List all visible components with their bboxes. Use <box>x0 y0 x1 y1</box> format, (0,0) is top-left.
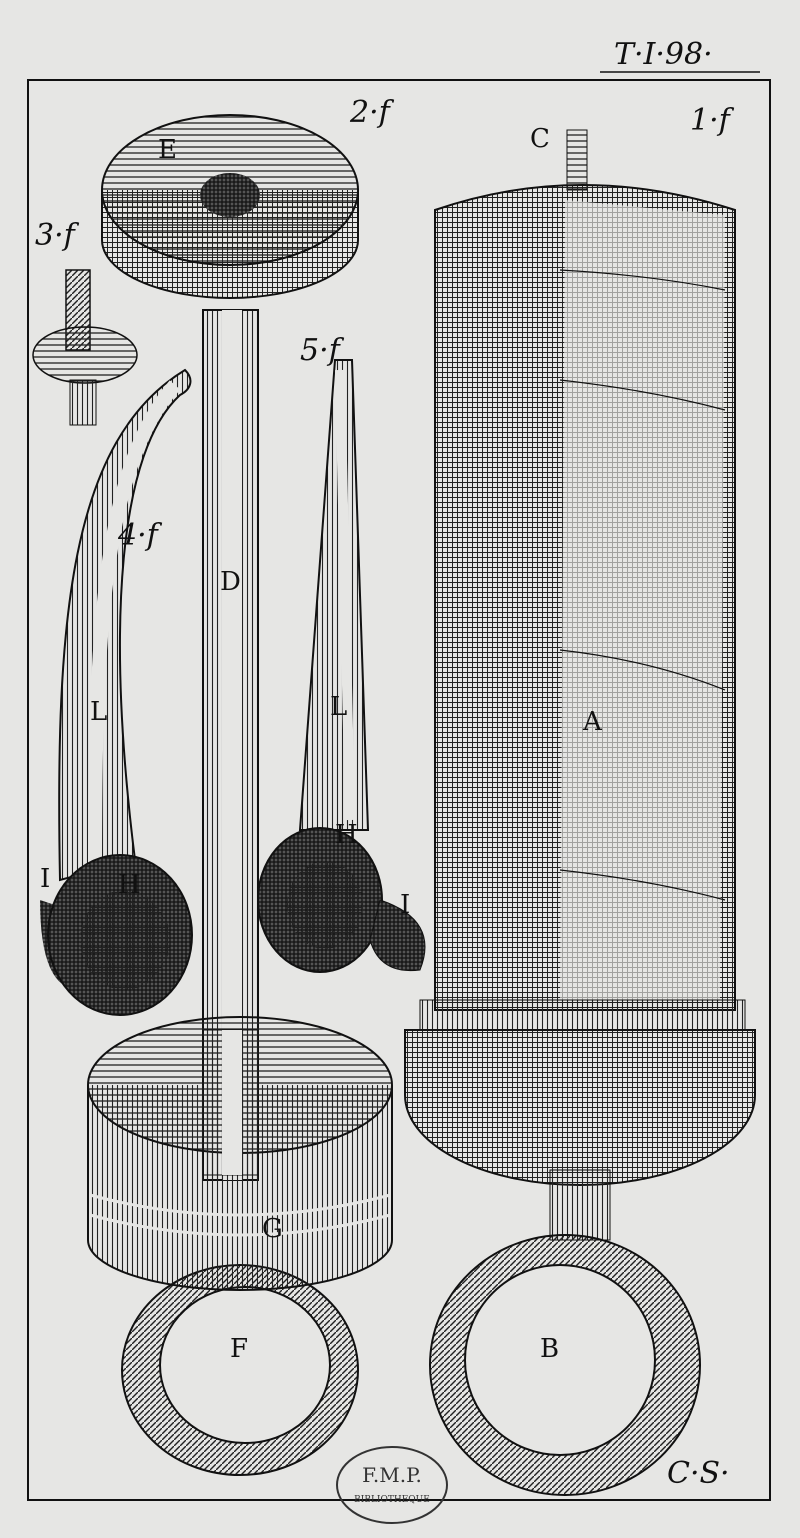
engraver-mark: C·S· <box>667 1456 730 1491</box>
letter-l-left: L <box>90 697 107 727</box>
letter-b: B <box>540 1334 559 1364</box>
letter-f: F <box>230 1334 248 1364</box>
figure-2-label: 2·f <box>349 95 395 130</box>
letter-i-right: I <box>400 890 410 920</box>
figure-3-label: 3·f <box>35 218 80 253</box>
syringe-barrel-figure <box>404 129 756 1496</box>
stamp-initials: F.M.P. <box>362 1463 422 1487</box>
straight-nozzle-figure <box>257 359 426 973</box>
plate-reference: T·I·98· <box>614 37 713 72</box>
cap-and-ring-figure <box>87 1016 393 1476</box>
letter-e: E <box>158 135 177 165</box>
letter-i-left: I <box>40 864 50 894</box>
letter-c: C <box>530 124 550 154</box>
figure-4-label: 4·f <box>117 518 163 553</box>
screw-fitting-figure <box>32 269 138 426</box>
figure-5-label: 5·f <box>300 333 345 368</box>
curved-nozzle-figure <box>40 368 193 1016</box>
plate-border <box>27 79 771 1501</box>
stamp-text: BIBLIOTHEQUE <box>354 1495 430 1505</box>
library-stamp: F.M.P. BIBLIOTHEQUE <box>336 1446 448 1524</box>
letter-l-right: L <box>330 692 347 722</box>
figure-1-label: 1·f <box>690 103 735 138</box>
letter-g: G <box>262 1214 283 1244</box>
letter-h-left: H <box>118 870 141 900</box>
letter-a: A <box>582 707 603 737</box>
letter-h-right: H <box>335 820 358 850</box>
letter-d: D <box>220 567 241 597</box>
